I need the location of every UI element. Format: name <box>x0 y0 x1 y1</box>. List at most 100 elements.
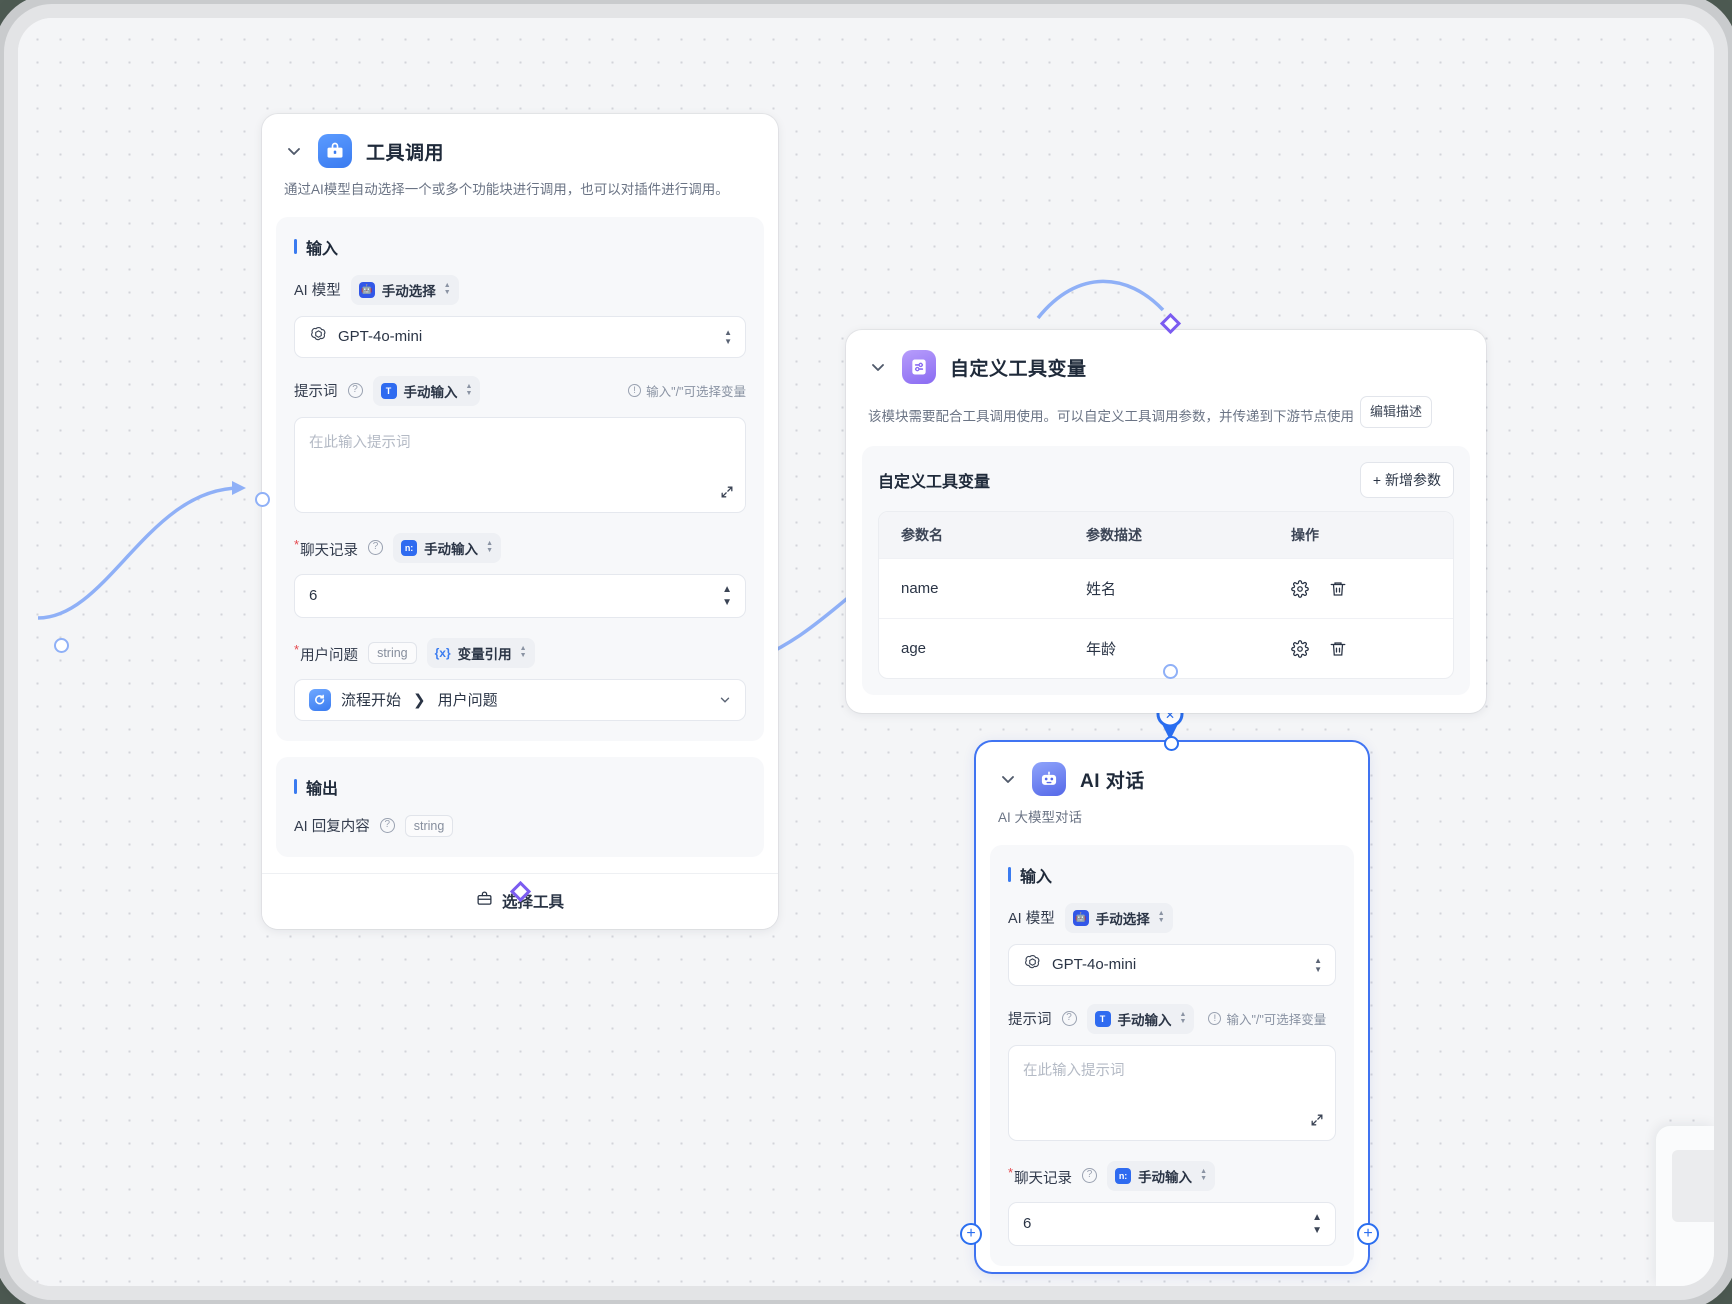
prompt-field-row: 提示词 ? T 手动输入 ▲▼ ! 输入"/"可选择变量 <box>1008 1003 1336 1034</box>
chevron-updown-icon: ▲▼ <box>443 282 451 297</box>
chevron-updown-icon: ▲▼ <box>1179 1011 1187 1026</box>
help-icon[interactable]: ? <box>379 818 395 834</box>
help-icon[interactable]: ? <box>1082 1168 1098 1184</box>
port-ai-chat-right-add[interactable]: + <box>1357 1223 1379 1245</box>
prompt-hint: ! 输入"/"可选择变量 <box>1208 1009 1326 1028</box>
prompt-mode-select[interactable]: T 手动输入 ▲▼ <box>372 375 481 406</box>
output-label: AI 回复内容 <box>294 819 370 836</box>
node-description: AI 大模型对话 <box>998 810 1083 825</box>
model-mode-select[interactable]: 🤖 手动选择 ▲▼ <box>350 274 459 305</box>
port-input-toolcall[interactable] <box>255 492 270 507</box>
node-tool-call[interactable]: 工具调用 通过AI模型自动选择一个或多个功能块进行调用，也可以对插件进行调用。 … <box>262 114 778 929</box>
prompt-label: 提示词 <box>294 384 338 401</box>
history-mode-select[interactable]: n: 手动输入 ▲▼ <box>1107 1160 1215 1191</box>
model-label: AI 模型 <box>1008 911 1055 928</box>
collapse-chevron-icon[interactable] <box>284 141 304 161</box>
question-mode-label: 变量引用 <box>457 646 512 662</box>
cell-param-name: name <box>901 580 939 598</box>
custom-var-header: 自定义工具变量 该模块需要配合工具调用使用。可以自定义工具调用参数，并传递到下游… <box>846 330 1486 429</box>
add-param-button[interactable]: + 新增参数 <box>1359 462 1454 499</box>
prompt-textarea[interactable]: 在此输入提示词 <box>294 416 746 513</box>
collapse-chevron-icon[interactable] <box>868 357 888 377</box>
input-section-title: 输入 <box>294 235 746 259</box>
chevron-updown-icon: ▲▼ <box>465 383 473 398</box>
prompt-textarea[interactable]: 在此输入提示词 <box>1008 1044 1336 1141</box>
robot-icon <box>1032 762 1066 796</box>
trash-icon[interactable] <box>1329 580 1347 598</box>
port-source-start[interactable] <box>54 638 69 653</box>
settings-icon[interactable] <box>1291 639 1309 658</box>
ai-chat-header: AI 对话 AI 大模型对话 <box>976 742 1368 829</box>
edit-description-button[interactable]: 编辑描述 <box>1360 396 1433 429</box>
device-frame: ✕ <box>18 18 1714 1286</box>
model-mode-label: 手动选择 <box>381 283 436 299</box>
table-header-row: 参数名 参数描述 操作 <box>879 512 1453 559</box>
prompt-placeholder: 在此输入提示词 <box>309 434 411 451</box>
history-label: 聊天记录 <box>1008 1165 1072 1188</box>
custom-var-description-row: 该模块需要配合工具调用使用。可以自定义工具调用参数，并传递到下游节点使用 编辑描… <box>868 396 1464 429</box>
model-select-input[interactable]: GPT-4o-mini ▲▼ <box>1008 943 1336 986</box>
toolbox-icon <box>318 134 352 168</box>
prompt-mode-label: 手动输入 <box>403 384 458 400</box>
model-mode-label: 手动选择 <box>1095 911 1150 927</box>
tool-call-input-section: 输入 AI 模型 🤖 手动选择 ▲▼ <box>276 216 764 741</box>
chevron-down-icon[interactable] <box>718 693 732 707</box>
number-spinner[interactable]: ▲▼ <box>722 583 732 608</box>
node-custom-tool-var[interactable]: 自定义工具变量 该模块需要配合工具调用使用。可以自定义工具调用参数，并传递到下游… <box>846 330 1486 714</box>
node-title: 工具调用 <box>366 142 445 164</box>
expand-icon[interactable] <box>720 485 734 503</box>
chevron-updown-icon: ▲▼ <box>1200 1168 1207 1183</box>
question-mode-select[interactable]: {x} 变量引用 ▲▼ <box>426 637 535 668</box>
history-number-input[interactable]: 6 ▲▼ <box>1008 1201 1336 1246</box>
question-ref-input[interactable]: 流程开始 ❯ 用户问题 <box>294 678 746 721</box>
edge-arrow-1 <box>232 481 246 495</box>
prompt-mode-select[interactable]: T 手动输入 ▲▼ <box>1086 1003 1195 1034</box>
cell-param-name: age <box>901 640 927 658</box>
custom-var-panel: 自定义工具变量 + 新增参数 参数名 参数描述 操作 name 姓名 <box>862 446 1470 696</box>
history-number-input[interactable]: 6 ▲▼ <box>294 573 746 618</box>
node-description: 该模块需要配合工具调用使用。可以自定义工具调用参数，并传递到下游节点使用 <box>868 409 1354 425</box>
collapse-chevron-icon[interactable] <box>998 769 1018 789</box>
history-field-row: 聊天记录 ? n: 手动输入 ▲▼ <box>294 532 746 563</box>
prompt-hint-text: 输入"/"可选择变量 <box>646 385 746 400</box>
workflow-canvas[interactable]: ✕ <box>18 18 1714 1286</box>
side-panel-peek[interactable] <box>1656 1126 1714 1286</box>
robot-badge-icon: 🤖 <box>358 281 375 298</box>
output-field-row: AI 回复内容 ? string <box>294 814 746 837</box>
model-value: GPT-4o-mini <box>338 328 423 346</box>
col-ops: 操作 <box>1291 527 1319 544</box>
question-type-tag: string <box>368 641 417 664</box>
prompt-field-row: 提示词 ? T 手动输入 ▲▼ ! 输入"/"可选择变量 <box>294 375 746 406</box>
history-value: 6 <box>1023 1215 1032 1233</box>
info-icon: ! <box>1208 1012 1222 1026</box>
prompt-hint-text: 输入"/"可选择变量 <box>1226 1013 1327 1028</box>
node-ai-chat[interactable]: AI 对话 AI 大模型对话 输入 AI 模型 🤖 手动选择 ▲▼ <box>976 742 1368 1272</box>
port-ai-chat-input-top[interactable] <box>1164 736 1179 751</box>
variable-icon: {x} <box>434 645 451 660</box>
table-row[interactable]: name 姓名 <box>879 558 1453 618</box>
panel-title: 自定义工具变量 <box>878 474 991 492</box>
trash-icon[interactable] <box>1329 640 1347 658</box>
port-ai-chat-left-add[interactable]: + <box>960 1223 982 1245</box>
help-icon[interactable]: ? <box>1061 1011 1077 1027</box>
help-icon[interactable]: ? <box>347 383 363 399</box>
help-icon[interactable]: ? <box>368 540 384 556</box>
model-select-input[interactable]: GPT-4o-mini ▲▼ <box>294 315 746 358</box>
expand-icon[interactable] <box>1310 1113 1324 1131</box>
model-field-row: AI 模型 🤖 手动选择 ▲▼ <box>294 274 746 305</box>
history-mode-label: 手动输入 <box>424 541 479 557</box>
sliders-icon <box>902 350 936 384</box>
settings-icon[interactable] <box>1291 579 1309 598</box>
history-mode-select[interactable]: n: 手动输入 ▲▼ <box>393 532 501 563</box>
node-title: 自定义工具变量 <box>950 358 1087 380</box>
col-param-desc: 参数描述 <box>1086 527 1142 544</box>
table-row[interactable]: age 年龄 <box>879 618 1453 678</box>
chevron-updown-icon: ▲▼ <box>486 540 493 555</box>
question-ref-field: 用户问题 <box>437 692 498 710</box>
number-spinner[interactable]: ▲▼ <box>1312 1211 1322 1236</box>
model-mode-select[interactable]: 🤖 手动选择 ▲▼ <box>1064 902 1173 933</box>
port-var-output-bottom[interactable] <box>1163 664 1178 679</box>
question-field-row: 用户问题 string {x} 变量引用 ▲▼ <box>294 637 746 668</box>
custom-var-panel-head: 自定义工具变量 + 新增参数 <box>878 462 1454 499</box>
side-panel-thumb <box>1672 1150 1714 1222</box>
